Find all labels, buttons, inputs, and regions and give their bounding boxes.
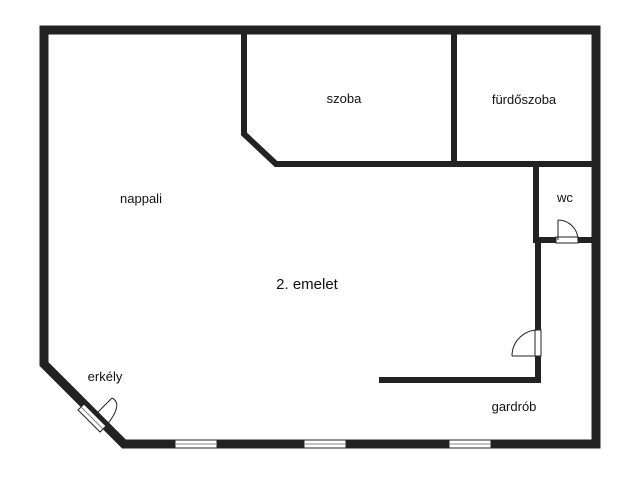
wall-szoba-left: [241, 27, 599, 167]
gardrob-door[interactable]: [511, 329, 542, 357]
window-bottom-2: [303, 439, 347, 449]
wc-door[interactable]: [555, 219, 579, 244]
room-label-gardrob: gardrób: [492, 399, 537, 414]
floor-label: 2. emelet: [276, 276, 339, 293]
room-label-furdoszoba: fürdőszoba: [492, 92, 557, 107]
window-bottom-1: [174, 439, 218, 449]
outer-wall: [39, 25, 601, 449]
window-bottom-3: [448, 439, 492, 449]
balcony-door[interactable]: [77, 397, 118, 433]
room-label-erkely: erkély: [88, 369, 123, 384]
room-label-wc: wc: [556, 190, 573, 205]
room-label-nappali: nappali: [120, 191, 162, 206]
room-label-szoba: szoba: [327, 91, 362, 106]
